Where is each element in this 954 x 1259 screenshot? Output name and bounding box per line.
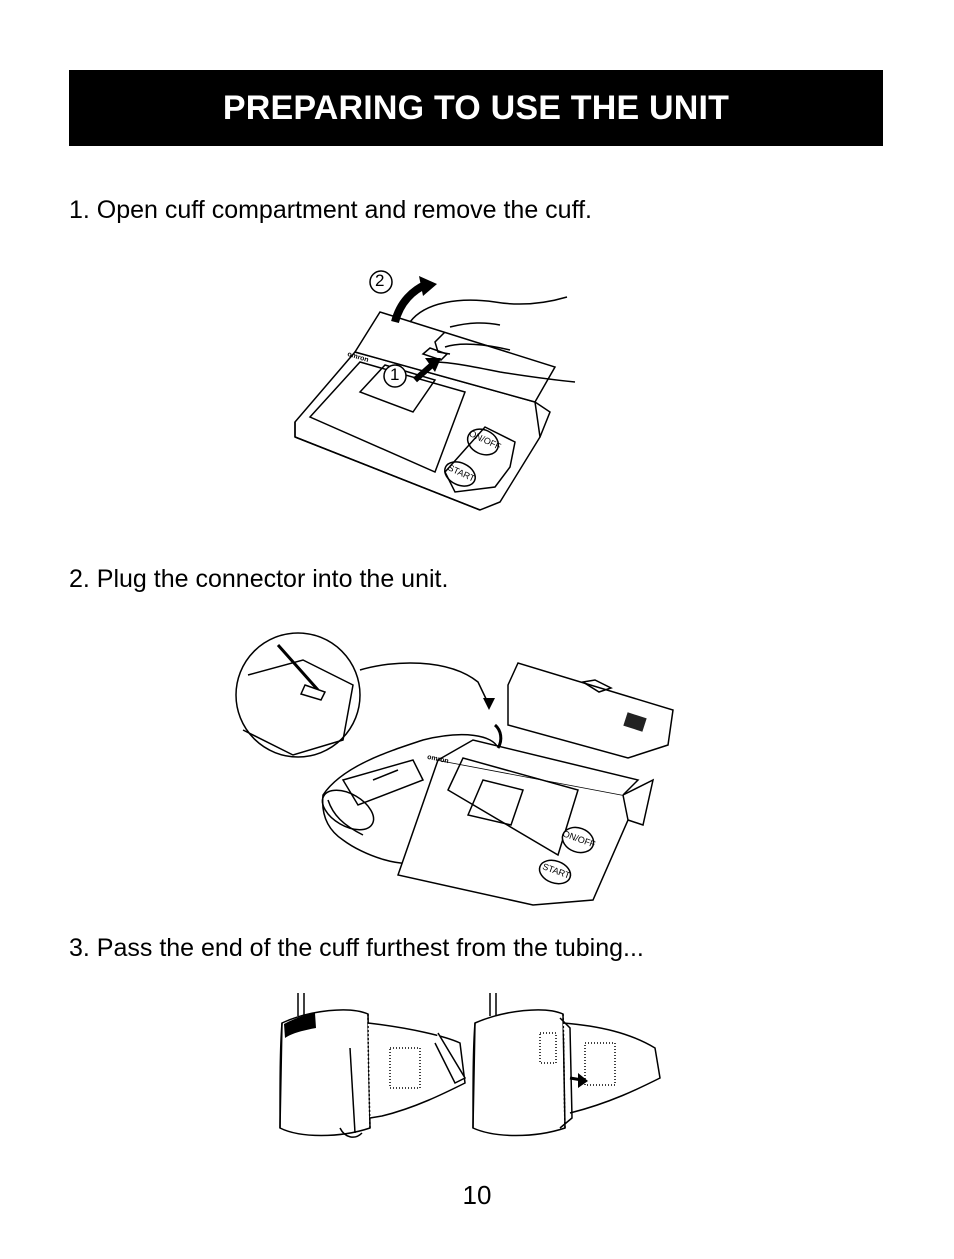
- step-3-text: 3. Pass the end of the cuff furthest fro…: [69, 934, 644, 962]
- callout-2: 2: [375, 271, 385, 290]
- hand: [409, 296, 576, 383]
- title-banner: PREPARING TO USE THE UNIT: [69, 70, 883, 146]
- compartment-lid: [353, 311, 557, 403]
- display-screen: [358, 364, 437, 413]
- figure-plug-connector: omron ON/OFF START: [233, 630, 683, 915]
- page-number: 10: [462, 1180, 492, 1210]
- callout-1: 1: [390, 365, 400, 384]
- front-panel: [308, 361, 466, 474]
- inset-detail: [235, 632, 361, 758]
- unit-lid-open: [507, 662, 674, 759]
- cuff-before: [279, 993, 467, 1138]
- cuff-after: [472, 993, 661, 1137]
- step-2-text: 2. Plug the connector into the unit.: [69, 565, 449, 593]
- figure-cuff-threading: [270, 988, 665, 1163]
- figure-open-compartment: 2 1 omron ON/OFF START: [285, 262, 585, 517]
- page-title: PREPARING TO USE THE UNIT: [222, 88, 730, 127]
- step-1-text: 1. Open cuff compartment and remove the …: [69, 196, 592, 224]
- display-screen: [466, 779, 524, 826]
